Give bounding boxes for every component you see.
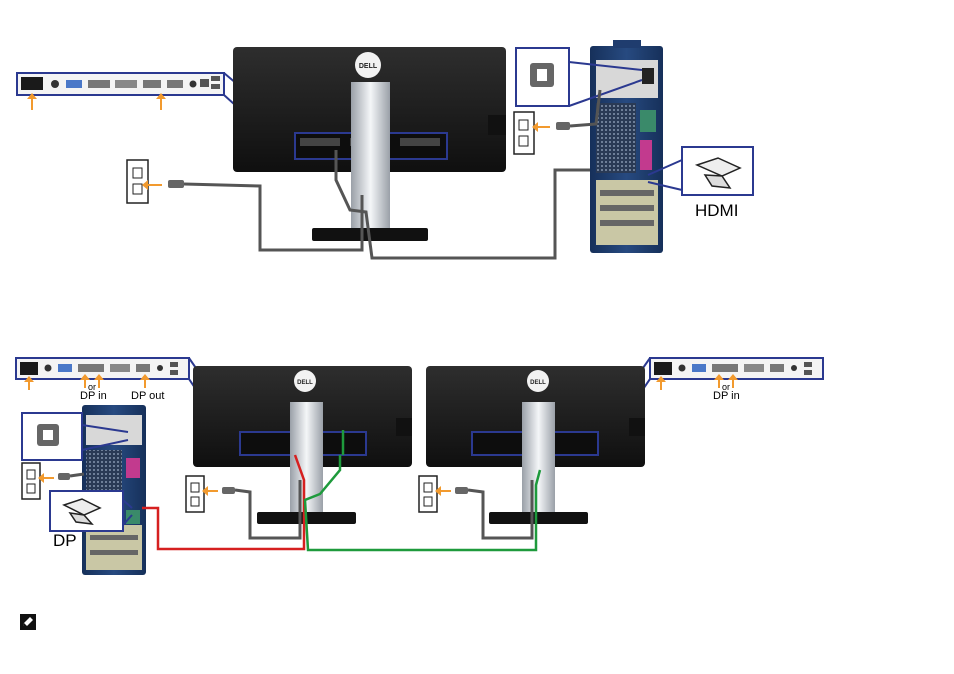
bottom-monitor-left: DELL (193, 366, 412, 524)
top-port-strip (17, 73, 224, 95)
dp-label: DP (53, 532, 77, 549)
pencil-note-icon (20, 614, 36, 630)
top-wall-outlet-left (127, 160, 148, 203)
bottom-right-port-strip (650, 358, 823, 379)
top-pc-tower (590, 40, 663, 253)
left-dp-out-label: DP out (131, 391, 164, 402)
top-wall-outlet-right (514, 112, 534, 154)
dp-cable-pc-to-monitor (142, 455, 304, 549)
right-dp-in-label: DP in (713, 391, 740, 402)
dell-logo: DELL (530, 380, 546, 386)
dell-logo: DELL (297, 380, 313, 386)
dell-logo: DELL (359, 63, 378, 70)
left-dp-in-label: DP in (80, 391, 107, 402)
bottom-left-port-strip (16, 358, 189, 379)
top-monitor: DELL (233, 47, 506, 241)
hdmi-label: HDMI (695, 202, 738, 219)
